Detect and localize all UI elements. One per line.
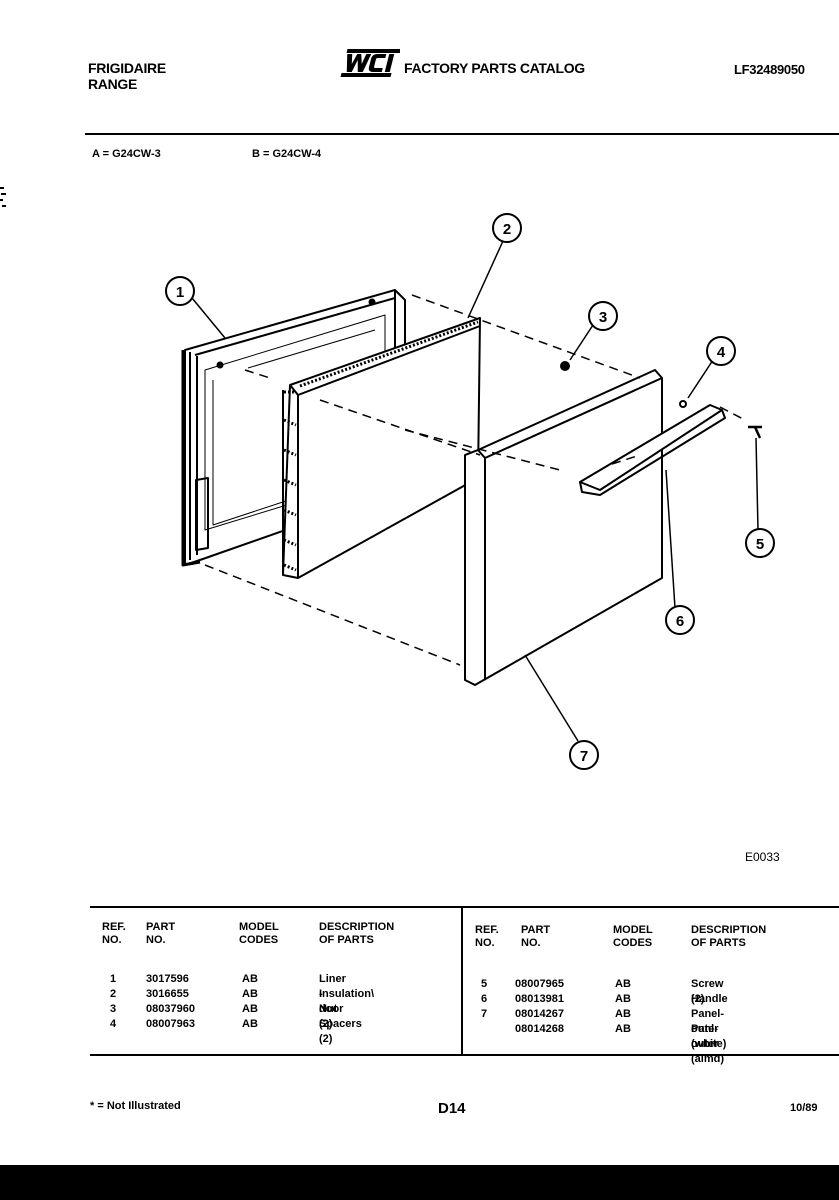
callout-7: 7: [569, 740, 599, 770]
model-codes: AB: [242, 1018, 258, 1030]
leader-lines: [191, 240, 759, 742]
svg-text:1: 1: [176, 284, 184, 301]
model-codes: AB: [242, 1003, 258, 1015]
not-illustrated-note: * = Not Illustrated: [90, 1100, 181, 1112]
assembly-lines: [204, 294, 746, 666]
ref-number: 7: [481, 1008, 488, 1020]
ref-number: 6: [481, 993, 488, 1005]
catalog-title: FACTORY PARTS CATALOG: [404, 60, 585, 76]
ref-number: 1: [110, 973, 117, 985]
model-codes: AB: [242, 973, 258, 985]
part-number: 3017596: [146, 973, 189, 985]
nut-drawing: [560, 361, 570, 371]
callout-6: 6: [665, 605, 695, 635]
product-type: RANGE: [88, 76, 138, 92]
callout-group: 1 2 3 4 5 6 7: [165, 213, 775, 770]
figure-code: E0033: [745, 850, 780, 864]
part-description: Insulation\: [319, 988, 374, 1000]
part-description: Panl-outer (almd): [691, 1023, 724, 1065]
callout-4: 4: [706, 336, 736, 366]
part-description: Liner - door: [319, 973, 346, 1015]
wci-logo: [340, 49, 400, 77]
callout-3: 3: [588, 301, 618, 331]
model-codes: AB: [615, 1008, 631, 1020]
part-description: Handle: [691, 993, 728, 1005]
scan-speckle: [0, 187, 6, 207]
table-bottom-rule: [90, 1054, 839, 1056]
part-number: 3016655: [146, 988, 189, 1000]
ref-number: 2: [110, 988, 117, 1000]
table-top-rule: [90, 906, 839, 908]
model-b: B = G24CW-4: [252, 148, 322, 160]
spacer-drawing: [679, 400, 687, 408]
brand-block: FRIGIDAIRE RANGE: [88, 60, 166, 92]
callout-5: 5: [745, 528, 775, 558]
insulation-drawing: [282, 317, 481, 579]
screw-drawing: [748, 425, 762, 439]
part-number: 08013981: [515, 993, 564, 1005]
svg-text:6: 6: [676, 613, 684, 630]
svg-text:7: 7: [580, 748, 588, 765]
catalog-page: FRIGIDAIRE RANGE FACTORY PARTS CATALOG L…: [0, 0, 839, 1165]
model-codes: AB: [615, 993, 631, 1005]
model-a: A = G24CW-3: [92, 148, 161, 160]
ref-number: 5: [481, 978, 488, 990]
part-description: Screw (2): [691, 978, 724, 1005]
model-codes: AB: [615, 1023, 631, 1035]
model-codes: AB: [242, 988, 258, 1000]
table-center-divider: [461, 906, 463, 1056]
callout-1: 1: [165, 276, 195, 306]
part-number: 08007965: [515, 978, 564, 990]
part-number: 08014268: [515, 1023, 564, 1035]
ref-header: REF.NO.: [102, 921, 126, 946]
page-number: D14: [438, 1100, 466, 1117]
ref-header: REF.NO.: [475, 924, 499, 949]
svg-text:2: 2: [503, 221, 511, 238]
part-description: Spacers (2): [319, 1018, 362, 1045]
callout-2: 2: [492, 213, 522, 243]
part-number: 08007963: [146, 1018, 195, 1030]
ref-number: 4: [110, 1018, 117, 1030]
brand-name: FRIGIDAIRE: [88, 60, 166, 76]
catalog-number: LF32489050: [734, 62, 805, 77]
svg-text:4: 4: [717, 344, 726, 361]
header-divider: [85, 133, 839, 135]
part-description: Panel-outer (white): [691, 1008, 727, 1050]
outer-panel-drawing: [464, 369, 663, 686]
handle-drawing: [579, 404, 726, 496]
ref-number: 3: [110, 1003, 117, 1015]
model-codes: AB: [615, 978, 631, 990]
part-number: 08037960: [146, 1003, 195, 1015]
part-number: 08014267: [515, 1008, 564, 1020]
part-description: Nut (2): [319, 1003, 338, 1030]
revision-date: 10/89: [790, 1102, 818, 1114]
exploded-parts-diagram: 1 2 3 4 5 6 7: [165, 213, 775, 770]
svg-text:5: 5: [756, 536, 764, 553]
svg-text:3: 3: [599, 309, 607, 326]
